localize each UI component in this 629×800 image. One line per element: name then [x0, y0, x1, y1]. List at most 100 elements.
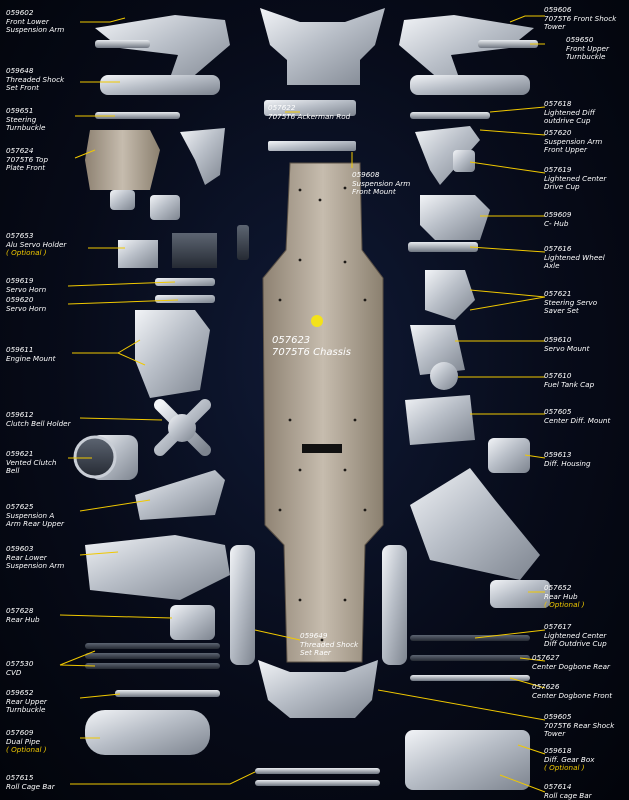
part-code: 059611: [6, 345, 34, 354]
label-lightened-center-drive-cup: 057619 Lightened Center Drive Cup: [544, 165, 606, 192]
part-code: 057626: [532, 682, 560, 691]
part-code: 059603: [6, 544, 34, 553]
part-name: Steering: [6, 114, 37, 124]
part-name-2: Turnbuckle: [6, 705, 46, 715]
part-code: 057624: [6, 146, 34, 155]
part-code: 059610: [544, 335, 572, 344]
part-name: Center Dogbone Rear: [532, 661, 610, 671]
part-code: 057605: [544, 407, 572, 416]
label-clutch-bell-holder: 059612 Clutch Bell Holder: [6, 410, 71, 428]
part-name: Suspension Arm: [544, 136, 603, 146]
part-code: 057622: [268, 103, 296, 112]
part-name: Threaded Shock: [300, 639, 359, 649]
part-name: Dual Pipe: [6, 736, 41, 746]
label-lightened-center-diff-outdrive-cup: 057617 Lightened Center Diff Outdrive Cu…: [544, 622, 607, 649]
part-code: 057615: [6, 773, 34, 782]
part-name: Front Lower: [6, 16, 49, 26]
chassis-label: 057623 7075T6 Chassis: [272, 335, 351, 359]
part-name: Vented Clutch: [6, 457, 57, 467]
part-code: 057609: [6, 728, 34, 737]
part-name: Front Upper: [566, 43, 609, 53]
part-code: 059621: [6, 449, 34, 458]
optional-tag: ( Optional ): [544, 763, 585, 773]
label-servo-mount: 059610 Servo Mount: [544, 335, 589, 353]
label-suspension-arm-front-mount: 059608 Suspension Arm Front Mount: [352, 170, 411, 197]
part-name: Lightened Center: [544, 630, 607, 640]
label-servo-horn-1: 059619 Servo Horn: [6, 276, 47, 294]
chassis-code: 057623: [272, 335, 311, 346]
part-name: Diff. Housing: [544, 458, 591, 468]
part-name: C- Hub: [544, 218, 569, 228]
label-servo-horn-2: 059620 Servo Horn: [6, 295, 46, 313]
part-name: Rear Hub: [6, 614, 40, 624]
part-name-2: Bell: [6, 466, 20, 476]
part-code: 057610: [544, 371, 572, 380]
part-code: 059612: [6, 410, 34, 419]
label-c-hub: 059609 C- Hub: [544, 210, 572, 228]
label-top-plate-front: 057624 7075T6 Top Plate Front: [6, 146, 49, 173]
part-name: Threaded Shock: [6, 74, 65, 84]
part-code: 059648: [6, 66, 34, 75]
label-roll-cage-bar-left: 057615 Roll Cage Bar: [6, 773, 55, 791]
part-name: Servo Horn: [6, 284, 47, 294]
part-code: 059609: [544, 210, 572, 219]
part-code: 059602: [6, 8, 34, 17]
part-name: Suspension Arm: [352, 178, 411, 188]
part-code: 059652: [6, 688, 34, 697]
label-rear-lower-suspension-arm: 059603 Rear Lower Suspension Arm: [6, 544, 64, 571]
label-alu-servo-holder: 057653 Alu Servo Holder ( Optional ): [6, 231, 67, 258]
part-name-2: Front Upper: [544, 145, 587, 155]
part-name-2: Saver Set: [544, 306, 579, 316]
part-name-2: Tower: [544, 729, 566, 739]
part-name: Alu Servo Holder: [6, 239, 67, 249]
label-rear-shock-tower: 059605 7075T6 Rear Shock Tower: [544, 712, 614, 739]
label-rear-hub-optional: 057652 Rear Hub ( Optional ): [544, 583, 585, 610]
part-name-2: Diff Outdrive Cup: [544, 639, 607, 649]
part-name: Clutch Bell Holder: [6, 418, 71, 428]
label-engine-mount: 059611 Engine Mount: [6, 345, 55, 363]
part-code: 057618: [544, 99, 572, 108]
label-front-lower-suspension-arm: 059602 Front Lower Suspension Arm: [6, 8, 64, 35]
label-threaded-shock-set-front: 059648 Threaded Shock Set Front: [6, 66, 65, 93]
part-code: 059651: [6, 106, 34, 115]
part-name-2: Drive Cup: [544, 182, 580, 192]
label-center-dogbone-rear: 057627 Center Dogbone Rear: [532, 653, 610, 671]
label-lightened-diff-outdrive-cup: 057618 Lightened Diff outdrive Cup: [544, 99, 595, 126]
part-name: Suspension A: [6, 510, 55, 520]
label-steering-servo-saver-set: 057621 Steering Servo Saver Set: [544, 289, 597, 316]
part-code: 059606: [544, 5, 572, 14]
part-code: 057621: [544, 289, 572, 298]
part-code: 057617: [544, 622, 572, 631]
part-code: 057614: [544, 782, 572, 791]
label-suspension-arm-front-upper: 057620 Suspension Arm Front Upper: [544, 128, 603, 155]
label-ackerman-rod: 057622 7075T6 Ackerman Rod: [268, 103, 351, 121]
label-diff-gear-box: 059618 Diff. Gear Box ( Optional ): [544, 746, 595, 773]
part-code: 057628: [6, 606, 34, 615]
part-code: 059605: [544, 712, 572, 721]
part-name-2: Plate Front: [6, 163, 46, 173]
label-suspension-a-arm-rear-upper: 057625 Suspension A Arm Rear Upper: [6, 502, 64, 529]
label-center-diff-mount: 057605 Center Diff. Mount: [544, 407, 610, 425]
part-code: 057627: [532, 653, 560, 662]
chassis-name: 7075T6 Chassis: [272, 347, 351, 358]
part-code: 057616: [544, 244, 572, 253]
label-diff-housing: 059613 Diff. Housing: [544, 450, 591, 468]
part-name: 7075T6 Ackerman Rod: [268, 111, 351, 121]
label-dual-pipe: 057609 Dual Pipe ( Optional ): [6, 728, 47, 755]
part-code: 057620: [544, 128, 572, 137]
part-code: 059620: [6, 295, 34, 304]
part-name-2: Turnbuckle: [6, 123, 46, 133]
label-vented-clutch-bell: 059621 Vented Clutch Bell: [6, 449, 57, 476]
part-name: Lightened Wheel: [544, 252, 605, 262]
part-name: Rear Lower: [6, 552, 47, 562]
part-code: 057653: [6, 231, 34, 240]
label-fuel-tank-cap: 057610 Fuel Tank Cap: [544, 371, 594, 389]
part-name: 7075T6 Top: [6, 154, 49, 164]
part-name: Roll Cage Bar: [6, 781, 55, 791]
part-name-2: outdrive Cup: [544, 116, 591, 126]
label-cvd: 057530 CVD: [6, 659, 33, 677]
part-code: 059608: [352, 170, 380, 179]
part-code: 059650: [566, 35, 594, 44]
part-code: 057619: [544, 165, 572, 174]
